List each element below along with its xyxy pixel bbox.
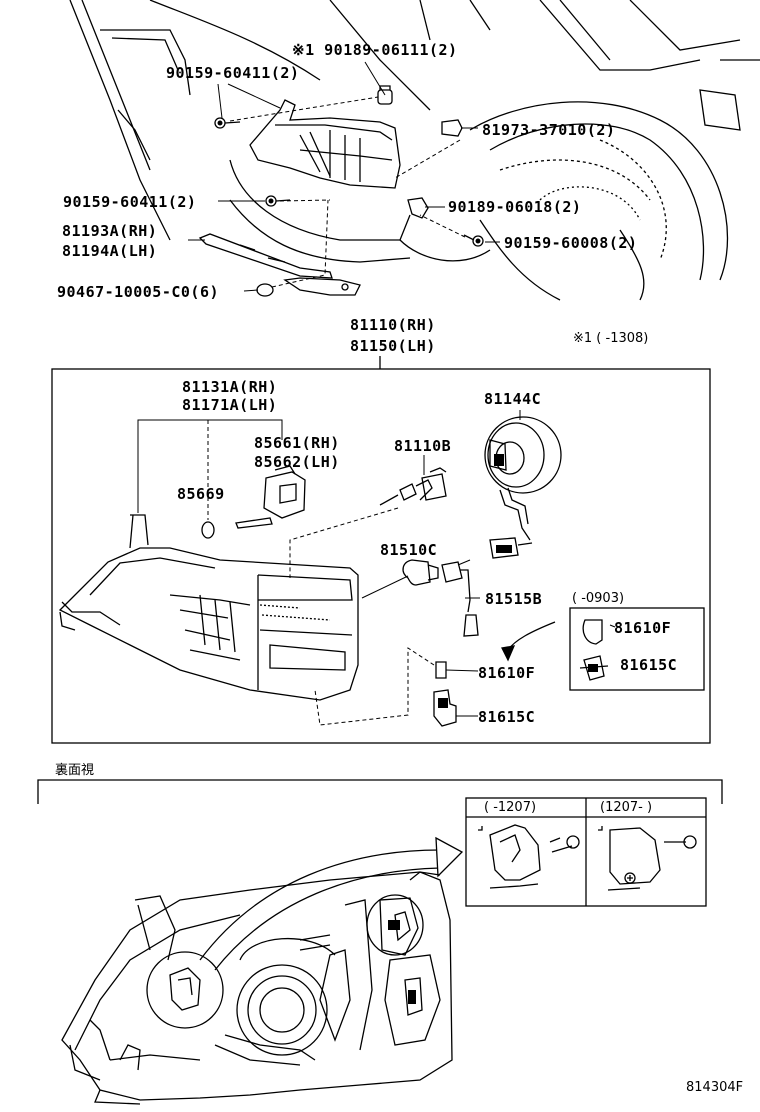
label-bulb-f: 81610F	[478, 664, 536, 682]
label-bulb: 81110B	[394, 437, 452, 455]
turn-bulb-socket	[361, 559, 479, 637]
label-screw-right: 90159-60008(2)	[504, 234, 638, 252]
rear-view-caption: 裏面視	[55, 763, 95, 778]
bracket-pieces	[198, 233, 361, 296]
label-clip: 90467-10005-C0(6)	[57, 283, 220, 301]
label-nut: 90189-06018(2)	[448, 198, 582, 216]
label-bracket-rh: 81193A(RH)	[62, 222, 158, 240]
leader-lines-top	[188, 61, 500, 292]
fasteners-top	[214, 85, 484, 297]
label-socket-wire: 81515B	[485, 590, 543, 608]
label-grommet: 81973-37010(2)	[482, 121, 616, 139]
label-lens-lh: 81171A(LH)	[182, 396, 278, 414]
assembly-title-rh: 81110(RH)	[350, 316, 436, 334]
label-leveling-lh: 85662(LH)	[254, 453, 340, 471]
leveling-motor	[235, 465, 306, 529]
turn-signal-lamp	[249, 99, 401, 189]
marker-bulb-socket	[433, 661, 457, 727]
label-note-bolt: ※1 90189-06111(2)	[292, 41, 458, 59]
dust-cap	[484, 416, 562, 559]
label-leveling-rh: 85661(RH)	[254, 434, 340, 452]
pointer-arrow	[501, 621, 556, 662]
inset-box	[569, 607, 705, 691]
leader-lines-box	[137, 410, 616, 726]
rear-headlamp	[61, 871, 453, 1105]
rear-insets	[465, 797, 707, 907]
label-range-0903: ( -0903)	[572, 591, 625, 606]
label-screw-upper: 90159-60411(2)	[166, 64, 300, 82]
rear-inset-left-label: ( -1207)	[484, 800, 537, 815]
label-socket-c-inset: 81615C	[620, 656, 678, 674]
assembly-title-lh: 81150(LH)	[350, 337, 436, 355]
rear-arrow	[199, 836, 464, 971]
rear-inset-right-label: (1207- )	[600, 800, 653, 815]
note-range: ※1 ( -1308)	[573, 331, 649, 346]
vehicle-body-outline	[69, 0, 760, 301]
label-bracket-lh: 81194A(LH)	[62, 242, 158, 260]
gasket-ring	[201, 521, 215, 539]
figure-code: 814304F	[686, 1080, 744, 1095]
label-screw-lower: 90159-60411(2)	[63, 193, 197, 211]
assembly-box	[51, 368, 711, 744]
label-gasket: 85669	[177, 485, 225, 503]
label-lens-rh: 81131A(RH)	[182, 378, 278, 396]
label-bulb-f-inset: 81610F	[614, 619, 672, 637]
label-socket-c: 81615C	[478, 708, 536, 726]
label-turn-bulb: 81510C	[380, 541, 438, 559]
solid-details	[217, 120, 598, 1004]
headlight-bulb	[379, 467, 447, 506]
label-cap: 81144C	[484, 390, 542, 408]
rear-view-bracket	[37, 779, 723, 804]
headlamp-assembly	[58, 514, 359, 701]
